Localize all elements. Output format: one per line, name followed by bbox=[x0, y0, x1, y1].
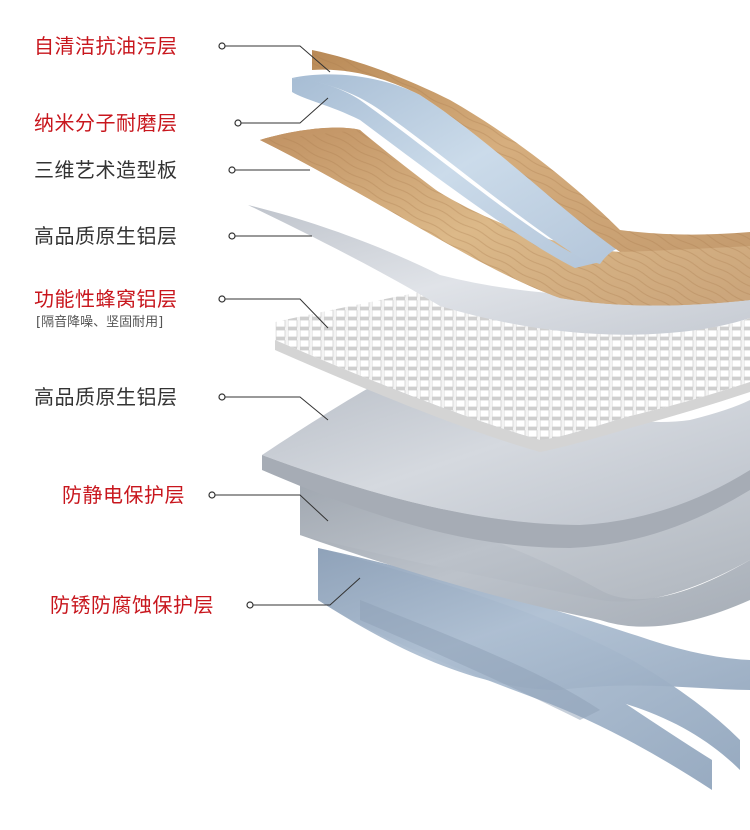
label-antistatic-layer: 防静电保护层 bbox=[62, 483, 185, 507]
label-upper-aluminum-layer: 高品质原生铝层 bbox=[34, 224, 178, 248]
label-3d-art-board: 三维艺术造型板 bbox=[34, 158, 178, 182]
leader-lines bbox=[212, 45, 361, 606]
nano-film-shape bbox=[292, 78, 600, 268]
label-honeycomb-layer: 功能性蜂窝铝层 bbox=[34, 287, 178, 311]
label-self-cleaning-layer: 自清洁抗油污层 bbox=[34, 34, 178, 58]
label-lower-aluminum-layer: 高品质原生铝层 bbox=[34, 385, 178, 409]
label-anticorrosion-layer: 防锈防腐蚀保护层 bbox=[50, 593, 214, 617]
label-nano-wear-layer: 纳米分子耐磨层 bbox=[34, 111, 178, 135]
label-honeycomb-subtitle: [隔音降噪、坚固耐用] bbox=[36, 315, 164, 330]
honeycomb-layer-shape bbox=[275, 292, 750, 440]
leader-dots bbox=[208, 42, 254, 609]
lower-aluminum-layer-shape bbox=[262, 360, 750, 525]
